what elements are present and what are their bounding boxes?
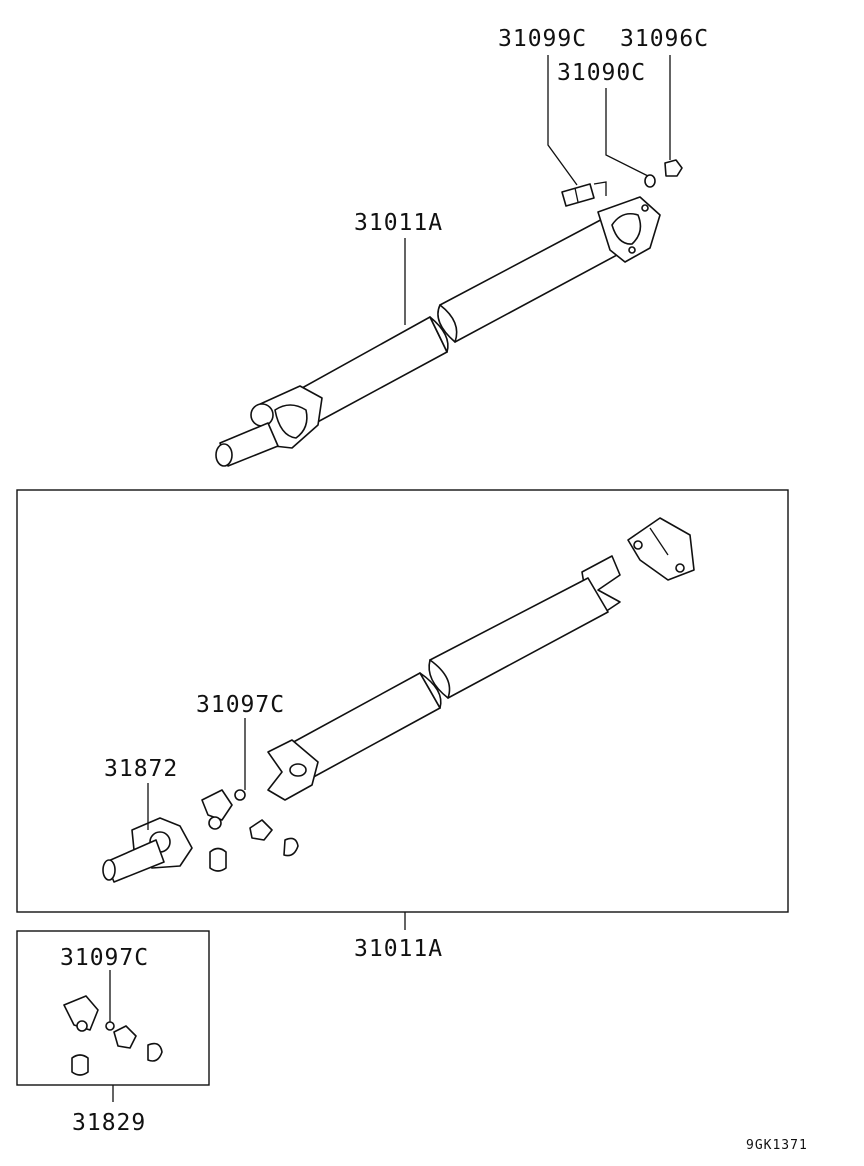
callout-31829: 31829 [72,1110,146,1136]
top-propeller-shaft[interactable] [215,196,661,467]
detail-frame [16,489,789,913]
nut-top-part[interactable] [644,174,656,188]
yoke-flange-part[interactable] [102,817,193,883]
kit-parts[interactable] [63,995,163,1076]
callout-31096C: 31096C [620,26,709,52]
callout-31097C-main: 31097C [196,692,285,718]
callout-31090C: 31090C [557,60,646,86]
callout-31011A-bottom: 31011A [354,936,443,962]
bearing-top-part[interactable] [561,181,607,207]
exploded-propeller-shaft[interactable] [267,517,695,801]
callout-31099C: 31099C [498,26,587,52]
diagram-code: 9GK1371 [746,1138,808,1153]
callout-31872: 31872 [104,756,178,782]
spider-joint-part[interactable] [201,789,299,872]
callout-31097C-inset: 31097C [60,945,149,971]
callout-31011A-top: 31011A [354,210,443,236]
bolt-top-part[interactable] [664,159,683,177]
